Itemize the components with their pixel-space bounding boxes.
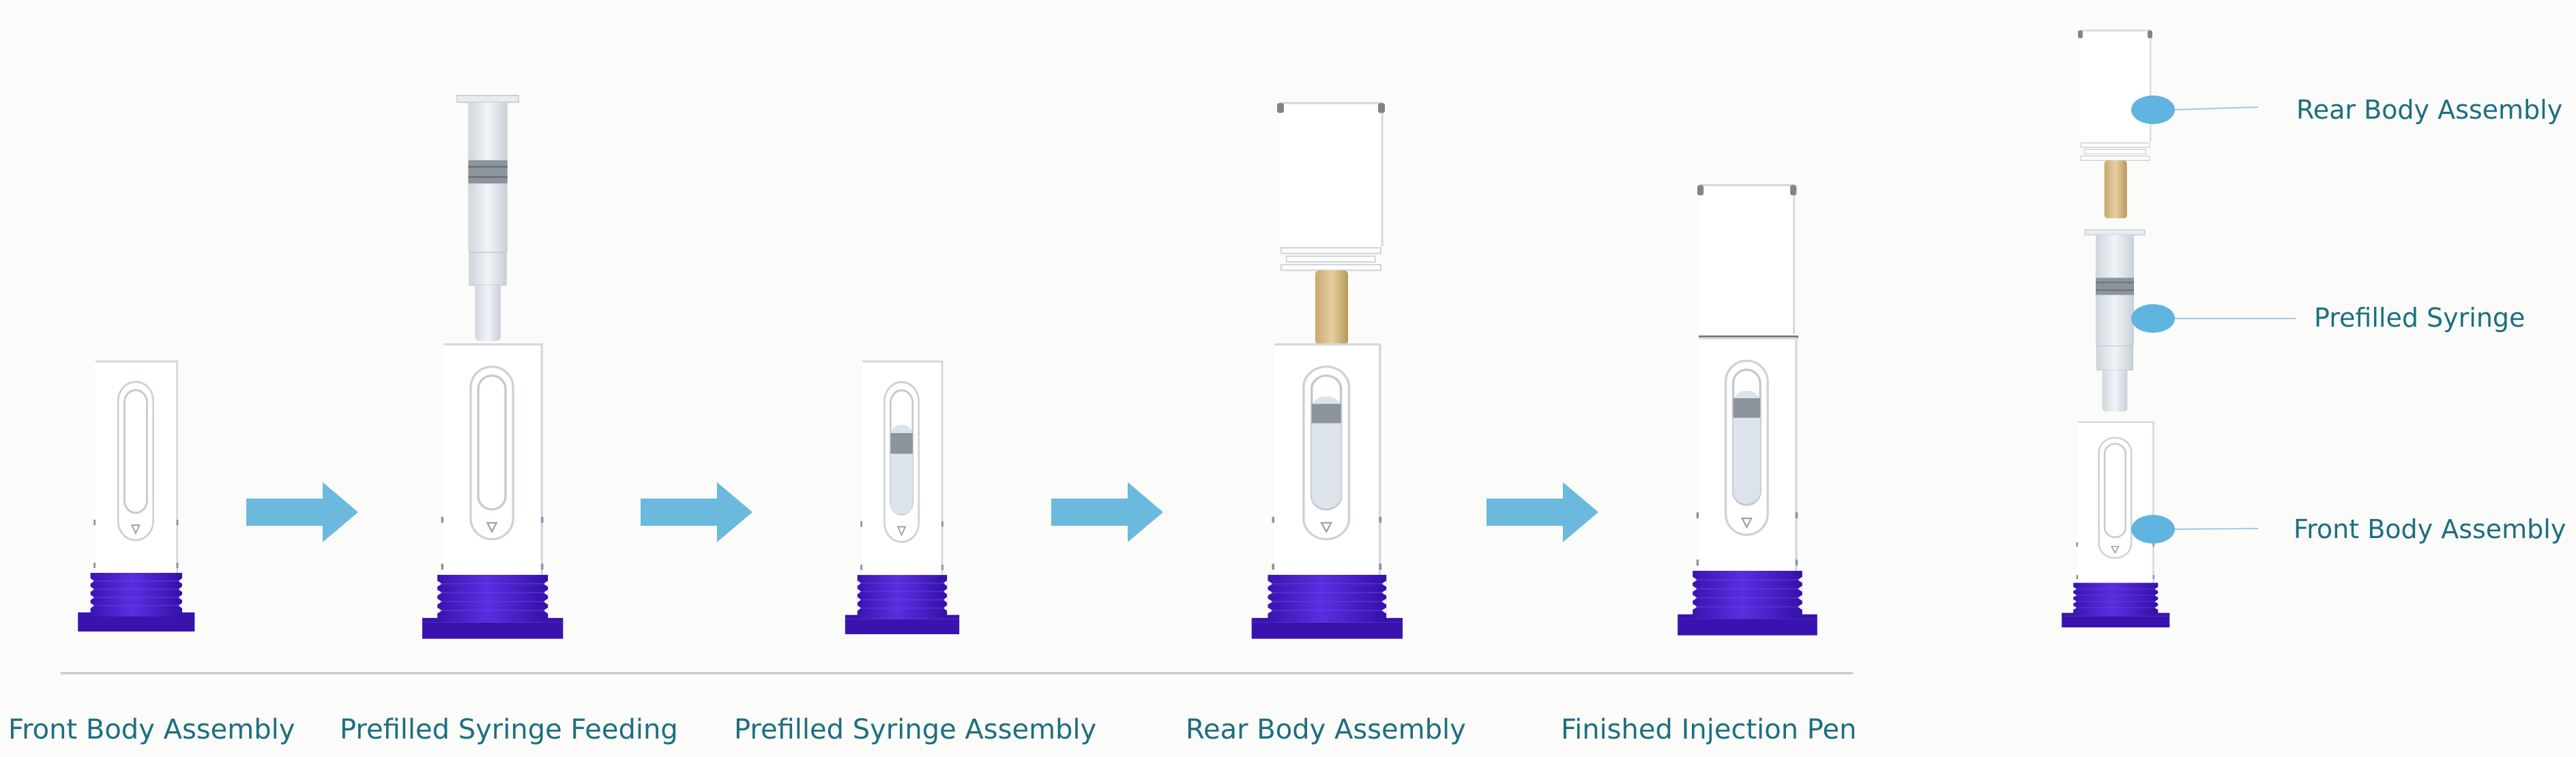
rear-body — [1276, 102, 1386, 248]
callout-rear-body: Rear Body Assembly — [2131, 95, 2562, 125]
front-body — [440, 343, 545, 576]
purple-base — [77, 572, 196, 632]
callout-prefilled-syringe: Prefilled Syringe — [2131, 303, 2525, 333]
step-label: Prefilled Syringe Feeding — [340, 714, 678, 745]
step-label: Front Body Assembly — [8, 714, 295, 745]
callout-dot — [2131, 515, 2175, 544]
syringe-in-window — [1733, 391, 1761, 503]
purple-base — [1677, 570, 1818, 636]
arrow-right-icon — [641, 482, 752, 542]
callout-front-body: Front Body Assembly — [2131, 514, 2566, 544]
callout-label: Front Body Assembly — [2294, 514, 2566, 544]
step-label: Rear Body Assembly — [1186, 714, 1466, 745]
callout-dot — [2131, 304, 2175, 333]
syringe-stopper — [890, 433, 913, 454]
callout-label: Rear Body Assembly — [2296, 95, 2562, 125]
arrow-right-icon — [1051, 482, 1163, 542]
front-body — [92, 360, 179, 574]
plunger-rod — [1280, 247, 1382, 346]
callout-dot — [2131, 95, 2175, 124]
syringe-stopper — [1733, 398, 1761, 418]
prefilled-syringe — [456, 95, 520, 342]
step-5-finished-injection-pen — [1677, 183, 1818, 636]
step-label: Finished Injection Pen — [1561, 714, 1856, 745]
step-label: Prefilled Syringe Assembly — [734, 714, 1096, 745]
step-4-rear-body-assembly-pen — [1250, 102, 1403, 640]
arrow-right-icon — [1487, 482, 1598, 542]
purple-base — [1250, 574, 1403, 640]
rear-body — [2077, 29, 2154, 143]
purple-base — [422, 574, 564, 640]
step-2-syringe-feeding-pen — [422, 95, 564, 640]
syringe-in-window — [1311, 396, 1341, 508]
syringe-stopper — [1311, 404, 1341, 424]
plunger-rod — [2080, 142, 2150, 219]
purple-base — [845, 574, 960, 635]
front-body — [2075, 421, 2156, 584]
step-3-syringe-assembly-pen — [845, 360, 960, 635]
exploded-view: Rear Body Assembly Prefilled Syringe Fro… — [2061, 29, 2566, 628]
arrow-right-icon — [246, 482, 358, 542]
purple-base — [2061, 582, 2170, 628]
leader-line — [2172, 106, 2259, 110]
rear-body — [1696, 183, 1798, 336]
step-1-front-body-pen — [77, 360, 196, 632]
callout-label: Prefilled Syringe — [2314, 303, 2525, 333]
